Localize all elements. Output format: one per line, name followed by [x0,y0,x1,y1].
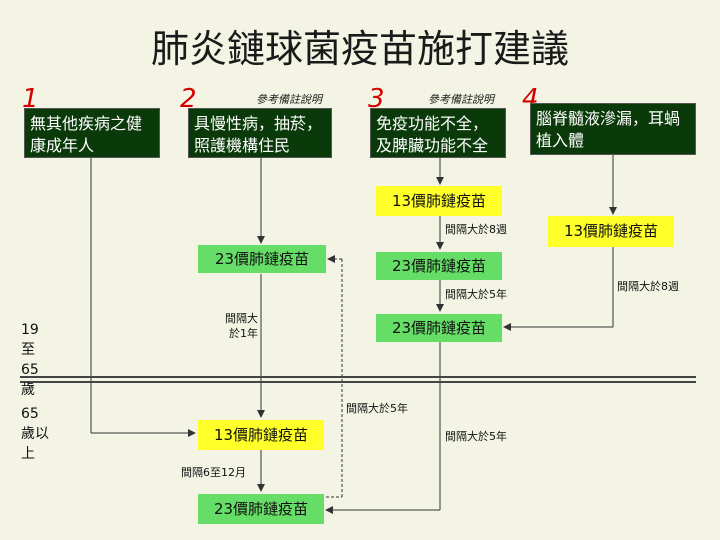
group-box-2: 具慢性病，抽菸，照護機構住民 [188,108,332,158]
vaccine-box-old-13: 13價肺鏈疫苗 [198,420,324,450]
group-box-4: 腦脊髓液滲漏，耳蝸植入體 [530,103,696,155]
interval-label-g3-8w: 間隔大於8週 [445,223,507,236]
age-divider [20,376,696,383]
interval-label-1yr: 間隔大於1年 [225,312,258,340]
group-number-3: 3 [368,84,385,114]
vaccine-box-g3-23b: 23價肺鏈疫苗 [376,314,502,342]
vaccine-box-old-23: 23價肺鏈疫苗 [198,494,324,524]
interval-label-g3-5y-old: 間隔大於5年 [445,430,507,443]
vaccine-box-g3-23: 23價肺鏈疫苗 [376,252,502,280]
age-label-65-plus: 65歲以上 [21,406,49,462]
group-box-1: 無其他疾病之健康成年人 [24,108,160,158]
vaccine-box-g4-13: 13價肺鏈疫苗 [548,216,674,247]
interval-label-dashed-5y: 間隔大於5年 [346,402,408,415]
interval-label-g3-5y: 間隔大於5年 [445,288,507,301]
interval-label-6-12m: 間隔6至12月 [181,466,246,479]
reference-note-2: 參考備註說明 [256,93,322,106]
group-number-1: 1 [22,84,39,114]
reference-note-3: 參考備註說明 [428,93,494,106]
vaccine-box-g3-13: 13價肺鏈疫苗 [376,186,502,216]
group-number-2: 2 [180,84,197,114]
age-label-19-65: 19至65歲 [21,322,39,398]
interval-label-g4-8w: 間隔大於8週 [617,280,679,293]
group-box-3: 免疫功能不全，及脾臟功能不全 [370,108,506,158]
vaccine-box-g2-23: 23價肺鏈疫苗 [198,245,326,273]
page-title: 肺炎鏈球菌疫苗施打建議 [150,27,569,71]
